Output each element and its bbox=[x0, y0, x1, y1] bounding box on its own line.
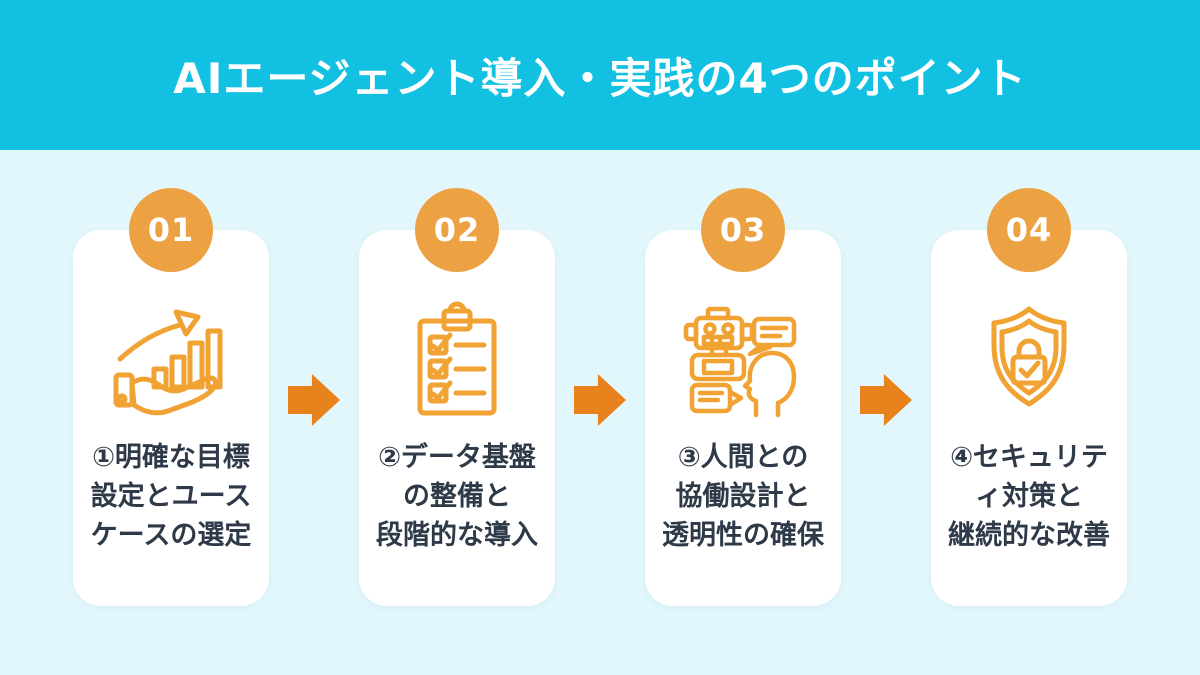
arrow-gap bbox=[555, 188, 645, 426]
header-banner: AIエージェント導入・実践の4つのポイント bbox=[0, 0, 1200, 150]
arrow-gap bbox=[269, 188, 359, 426]
growth-chart-hand-icon bbox=[106, 296, 236, 428]
arrow-right-icon bbox=[860, 374, 912, 426]
shield-lock-icon bbox=[964, 296, 1094, 428]
step-title-line: 設定とユース bbox=[90, 481, 252, 512]
step-title: ①明確な目標 設定とユース ケースの選定 bbox=[91, 438, 252, 555]
step-title-line: ①明確な目標 bbox=[92, 442, 250, 473]
arrow-right-icon bbox=[574, 374, 626, 426]
step-title-line: ③人間との bbox=[677, 442, 809, 473]
step-title-line: 協働設計と bbox=[675, 481, 811, 512]
arrow-gap bbox=[841, 188, 931, 426]
step-number-badge: 01 bbox=[129, 188, 213, 272]
step-title: ④セキュリテ ィ対策と 継続的な改善 bbox=[948, 438, 1110, 555]
step-card-3: 03 bbox=[645, 188, 841, 606]
step-title-line: 段階的な導入 bbox=[376, 520, 538, 551]
arrow-right-icon bbox=[288, 374, 340, 426]
step-title-line: 継続的な改善 bbox=[948, 520, 1110, 551]
step-number-badge: 02 bbox=[415, 188, 499, 272]
step-title-line: ④セキュリテ bbox=[950, 442, 1108, 473]
card-body: ③人間との 協働設計と 透明性の確保 bbox=[645, 230, 841, 606]
step-number-badge: 03 bbox=[701, 188, 785, 272]
step-card-2: 02 bbox=[359, 188, 555, 606]
step-title-line: ィ対策と bbox=[975, 481, 1083, 512]
checklist-clipboard-icon bbox=[392, 296, 522, 428]
step-card-4: 04 ④セキュリテ ィ対策と 継続的な改善 bbox=[931, 188, 1127, 606]
card-body: ④セキュリテ ィ対策と 継続的な改善 bbox=[931, 230, 1127, 606]
step-title: ②データ基盤 の整備と 段階的な導入 bbox=[376, 438, 538, 555]
step-title-line: の整備と bbox=[403, 481, 511, 512]
step-card-1: 01 ①明確な目標 bbox=[73, 188, 269, 606]
step-title-line: 透明性の確保 bbox=[662, 520, 824, 551]
card-body: ①明確な目標 設定とユース ケースの選定 bbox=[73, 230, 269, 606]
step-title: ③人間との 協働設計と 透明性の確保 bbox=[662, 438, 824, 555]
page-title: AIエージェント導入・実践の4つのポイント bbox=[173, 53, 1027, 103]
steps-row: 01 ①明確な目標 bbox=[0, 188, 1200, 606]
step-number-badge: 04 bbox=[987, 188, 1071, 272]
card-body: ②データ基盤 の整備と 段階的な導入 bbox=[359, 230, 555, 606]
step-title-line: ケースの選定 bbox=[90, 520, 252, 551]
step-title-line: ②データ基盤 bbox=[378, 442, 536, 473]
robot-human-chat-icon bbox=[678, 296, 808, 428]
